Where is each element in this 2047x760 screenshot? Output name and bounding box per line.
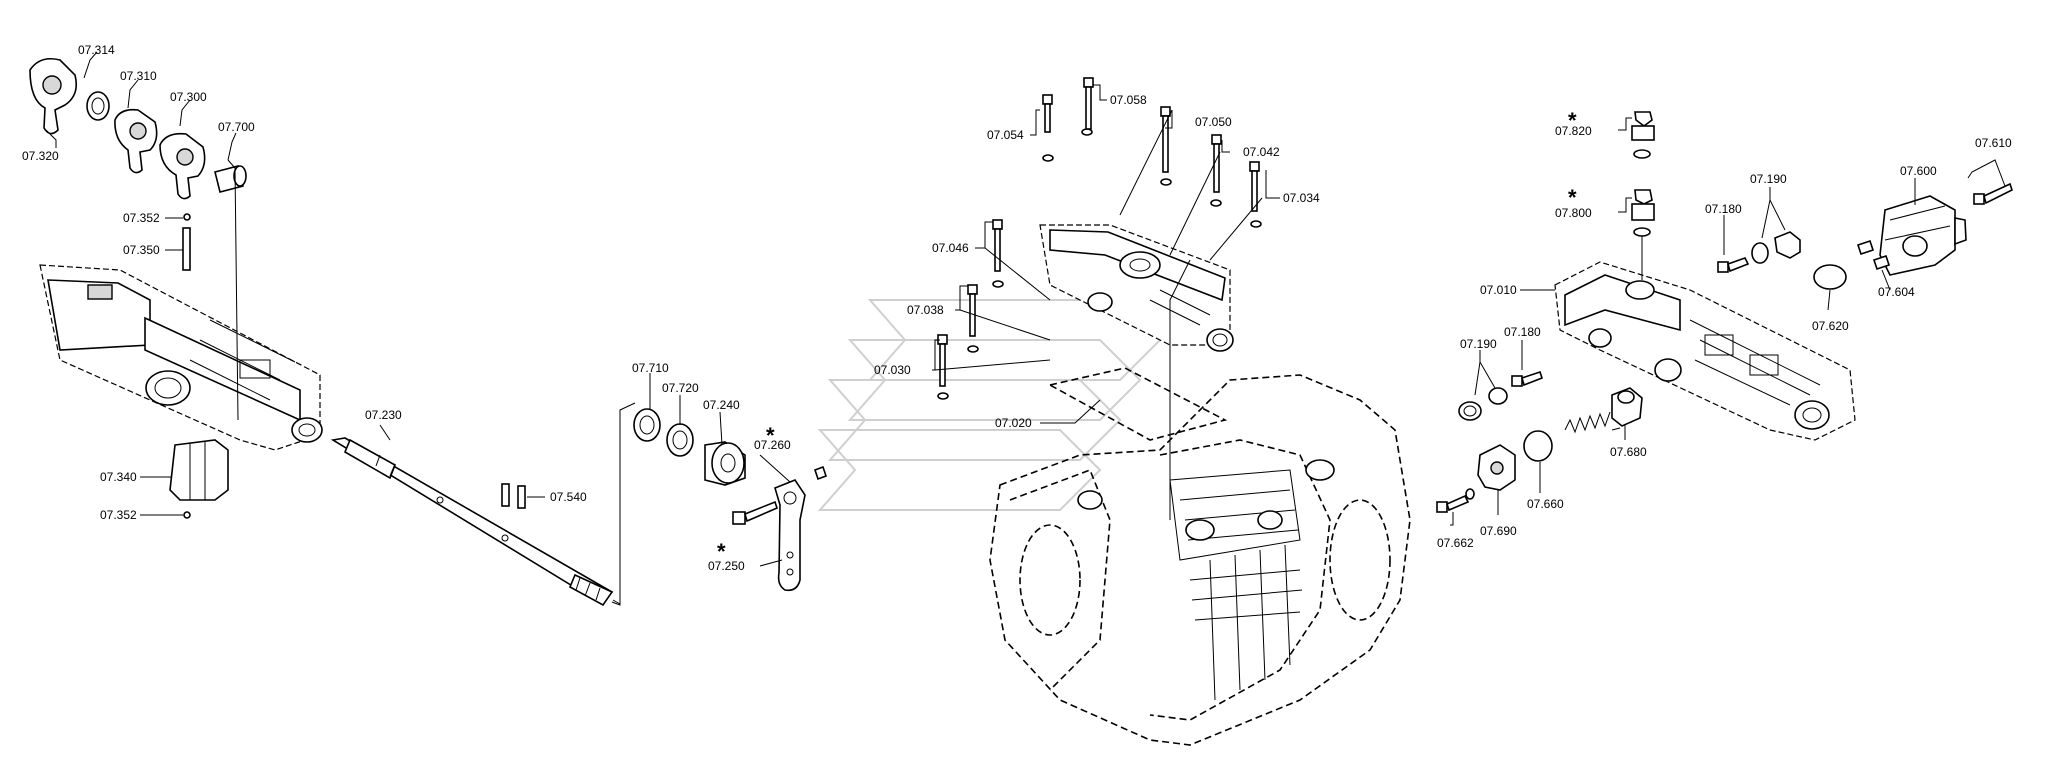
bushing-icon <box>214 165 247 193</box>
gasket-icon <box>1047 367 1228 441</box>
pin-icon <box>182 227 191 271</box>
shift-plate-icon <box>114 108 158 174</box>
callout-07350: 07.350 <box>123 243 160 257</box>
callout-07600: 07.600 <box>1900 164 1937 178</box>
callout-07610: 07.610 <box>1975 136 2012 150</box>
callout-07820: 07.820 <box>1555 124 1592 138</box>
shift-fork-icon <box>29 57 78 135</box>
bearing-icon <box>666 423 694 457</box>
callout-07054: 07.054 <box>987 128 1024 142</box>
callout-07662: 07.662 <box>1437 536 1474 550</box>
actuator-icon <box>1879 195 1967 276</box>
callout-07310: 07.310 <box>120 69 157 83</box>
bolt-icon <box>967 284 979 353</box>
shaft-icon <box>330 437 614 607</box>
bolt-icon <box>1436 488 1475 513</box>
bolt-icon <box>1083 77 1094 130</box>
callout-07240: 07.240 <box>703 398 740 412</box>
callout-07042: 07.042 <box>1243 145 1280 159</box>
sleeve-icon <box>169 439 229 501</box>
callout-07604: 07.604 <box>1878 285 1915 299</box>
bolt-icon <box>1160 106 1172 186</box>
star-marker: * <box>1568 185 1577 210</box>
callout-07180-bottom: 07.180 <box>1504 325 1541 339</box>
callout-07720: 07.720 <box>662 381 699 395</box>
cover-icon <box>1039 224 1234 352</box>
bolt-icon <box>1210 134 1222 207</box>
callout-07540: 07.540 <box>550 490 587 504</box>
star-marker: * <box>766 423 775 448</box>
callout-07190-top: 07.190 <box>1750 172 1787 186</box>
callout-07230: 07.230 <box>365 408 402 422</box>
callout-07038: 07.038 <box>907 303 944 317</box>
callout-07680: 07.680 <box>1610 445 1647 459</box>
callout-07620: 07.620 <box>1812 319 1849 333</box>
callout-07710: 07.710 <box>632 361 669 375</box>
callout-07030: 07.030 <box>874 363 911 377</box>
housing-icon <box>39 264 323 451</box>
callout-07260: 07.260 <box>754 438 791 452</box>
left-shift-group <box>29 51 636 607</box>
washer-icon <box>86 91 110 121</box>
bolt-icon <box>1249 161 1262 228</box>
bolt-icon <box>1717 257 1750 273</box>
roller-icon <box>704 441 746 486</box>
callout-07180-top: 07.180 <box>1705 202 1742 216</box>
star-marker: * <box>717 539 726 564</box>
bolt-icon <box>1973 182 2013 205</box>
bolt-icon <box>1042 94 1093 136</box>
callout-labels: 07.314 07.310 07.300 07.700 07.320 07.35… <box>22 43 2012 573</box>
right-valve-group: * * <box>1436 108 2013 526</box>
bolt-icon <box>937 334 949 400</box>
callout-07352-top: 07.352 <box>123 211 160 225</box>
callout-07190-bottom: 07.190 <box>1460 337 1497 351</box>
spring-icon <box>1564 411 1611 434</box>
callout-07058: 07.058 <box>1110 93 1147 107</box>
valve-icon <box>1631 111 1655 159</box>
callout-07660: 07.660 <box>1527 497 1564 511</box>
callout-07690: 07.690 <box>1480 524 1517 538</box>
o-ring-icon <box>1813 264 1847 290</box>
valve-icon <box>1631 189 1655 237</box>
lever-icon <box>774 465 828 592</box>
callout-07314: 07.314 <box>78 43 115 57</box>
callout-07340: 07.340 <box>100 470 137 484</box>
watermark <box>817 299 1162 511</box>
callout-07020: 07.020 <box>995 416 1032 430</box>
callout-07300: 07.300 <box>170 90 207 104</box>
callout-07700: 07.700 <box>218 120 255 134</box>
center-housing-group <box>932 77 1411 746</box>
star-marker: * <box>1568 108 1577 133</box>
callout-07800: 07.800 <box>1555 206 1592 220</box>
callout-07034: 07.034 <box>1283 191 1320 205</box>
callout-07046: 07.046 <box>932 241 969 255</box>
bolt-icon <box>732 500 778 525</box>
bolt-icon <box>1511 370 1543 387</box>
piston-icon <box>1611 387 1643 427</box>
main-housing-icon <box>989 374 1411 746</box>
valve-housing-icon <box>1554 261 1856 441</box>
cover-icon <box>1477 444 1516 491</box>
callout-07320: 07.320 <box>22 149 59 163</box>
bolt-icon <box>992 219 1004 288</box>
seal-ring-icon <box>633 408 661 442</box>
middle-lever-group: * * <box>633 373 828 592</box>
callout-07352-bottom: 07.352 <box>100 508 137 522</box>
shift-plate-2-icon <box>159 132 206 200</box>
callout-07010: 07.010 <box>1480 283 1517 297</box>
callout-07050: 07.050 <box>1195 115 1232 129</box>
callout-07250: 07.250 <box>708 559 745 573</box>
